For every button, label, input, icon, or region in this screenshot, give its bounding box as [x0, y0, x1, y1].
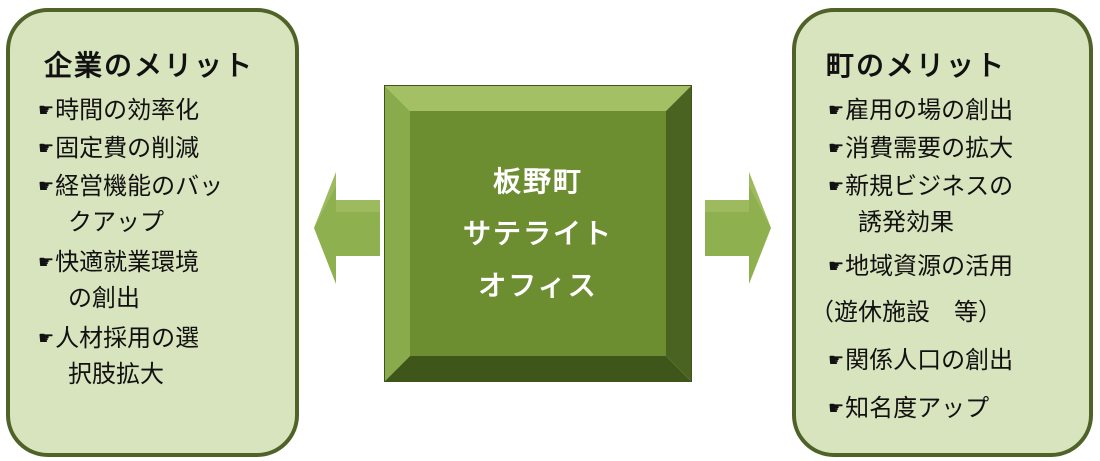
pointing-hand-icon: ☛: [828, 256, 845, 277]
center-line: 板野町: [492, 164, 583, 198]
left-arrow-icon: [314, 172, 380, 284]
pointing-hand-icon: ☛: [828, 176, 845, 197]
town-merits-panel: 町のメリット ☛雇用の場の創出 ☛消費需要の拡大 ☛新規ビジネスの 誘発効果 ☛…: [792, 8, 1093, 457]
town-merit-item: ☛関係人口の創出: [828, 342, 1013, 379]
pointing-hand-icon: ☛: [38, 100, 55, 121]
company-merit-item-continued: の創出: [68, 284, 140, 312]
company-merit-item: ☛固定費の削減: [38, 130, 199, 167]
pointing-hand-icon: ☛: [828, 350, 845, 371]
company-merits-panel: 企業のメリット ☛時間の効率化 ☛固定費の削減 ☛経営機能のバッ クアップ ☛快…: [6, 8, 299, 457]
satellite-office-label: 板野町 サテライト オフィス: [384, 85, 692, 382]
town-merit-item-continued: （遊休施設 等）: [810, 298, 1002, 326]
company-merit-item: ☛経営機能のバッ: [38, 168, 223, 205]
town-merit-item: ☛消費需要の拡大: [828, 130, 1013, 167]
town-merit-item-continued: 誘発効果: [858, 208, 954, 236]
town-merit-item: ☛地域資源の活用: [828, 248, 1013, 285]
pointing-hand-icon: ☛: [828, 398, 845, 419]
company-merit-item-continued: クアップ: [68, 208, 164, 236]
company-merit-item: ☛時間の効率化: [38, 92, 199, 129]
pointing-hand-icon: ☛: [38, 138, 55, 159]
pointing-hand-icon: ☛: [38, 328, 55, 349]
town-merits-title: 町のメリット: [826, 49, 1007, 82]
company-merit-item-continued: 択肢拡大: [68, 360, 164, 388]
pointing-hand-icon: ☛: [38, 252, 55, 273]
pointing-hand-icon: ☛: [828, 138, 845, 159]
town-merit-item: ☛新規ビジネスの: [828, 168, 1013, 205]
center-line: サテライト: [462, 216, 613, 250]
town-merit-item: ☛知名度アップ: [828, 390, 989, 427]
bevel-frame: [384, 85, 692, 382]
right-arrow-icon: [705, 172, 771, 284]
company-merits-title: 企業のメリット: [44, 49, 255, 82]
company-merit-item: ☛快適就業環境: [38, 244, 199, 281]
company-merit-item: ☛人材採用の選: [38, 320, 199, 357]
pointing-hand-icon: ☛: [828, 100, 845, 121]
satellite-office-box: 板野町 サテライト オフィス: [384, 85, 692, 382]
center-line: オフィス: [478, 268, 598, 302]
pointing-hand-icon: ☛: [38, 176, 55, 197]
town-merit-item: ☛雇用の場の創出: [828, 92, 1013, 129]
